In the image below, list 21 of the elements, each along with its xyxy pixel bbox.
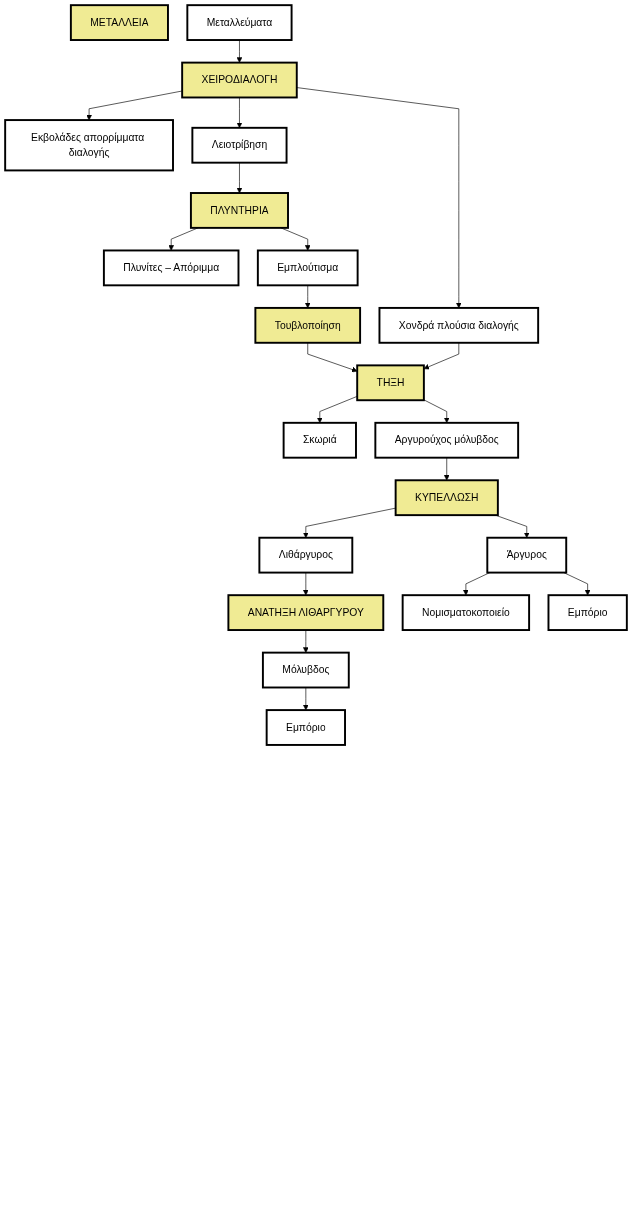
- node-box: Εμπλούτισμα: [256, 249, 359, 287]
- node-box: ΤΗΞΗ: [356, 364, 425, 402]
- node-box: Σκωριά: [282, 421, 357, 459]
- node-box: Πλυνίτες – Απόριμμα: [102, 249, 240, 287]
- node-box: Χονδρά πλούσια διαλογής: [378, 306, 540, 344]
- node-box: ΜΕΤΑΛΛΕΙΑ: [69, 4, 169, 41]
- node-box: Αργυρούχος μόλυβδος: [374, 421, 520, 459]
- node-box: Άργυρος: [486, 536, 568, 574]
- node-box: Τουβλοποίηση: [254, 306, 362, 344]
- node-box: ΚΥΠΕΛΛΩΣΗ: [394, 479, 499, 517]
- node-box: ΠΛΥΝΤΗΡΙΑ: [189, 192, 289, 229]
- node-box: ΑΝΑΤΗΞΗ ΛΙΘΑΡΓΥΡΟΥ: [227, 594, 385, 631]
- node-box: Λειοτρίβηση: [191, 126, 288, 164]
- node-box: Μεταλλεύματα: [186, 4, 293, 41]
- node-box: ΧΕΙΡΟΔΙΑΛΟΓΗ: [181, 61, 298, 99]
- node-box: Μόλυβδος: [261, 651, 350, 689]
- node-box: Νομισματοκοποιείο: [401, 594, 531, 631]
- node-box: Λιθάργυρος: [258, 536, 354, 574]
- node-box: Εκβολάδες απορρίμματα διαλογής: [4, 119, 174, 172]
- node-box: Εμπόριο: [265, 709, 346, 746]
- node-box: Εμπόριο: [547, 594, 628, 631]
